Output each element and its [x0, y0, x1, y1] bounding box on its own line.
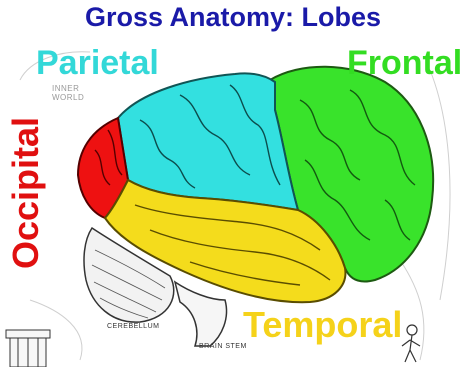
inner-world-caption: INNER WORLD: [52, 84, 84, 102]
parietal-label: Parietal: [36, 44, 159, 83]
temporal-label: Temporal: [243, 304, 402, 346]
cerebellum-caption: CEREBELLUM: [107, 323, 159, 330]
occipital-label: Occipital: [5, 83, 47, 303]
inner-world-line2: WORLD: [52, 93, 84, 102]
pillar-sketch: [6, 330, 50, 367]
brain-stem-caption: BRAIN STEM: [199, 343, 247, 350]
inner-world-line1: INNER: [52, 84, 84, 93]
diagram-title: Gross Anatomy: Lobes: [0, 2, 466, 33]
figure-sketch: [402, 325, 420, 362]
brain-stem: [175, 282, 227, 346]
frontal-label: Frontal: [347, 44, 462, 83]
